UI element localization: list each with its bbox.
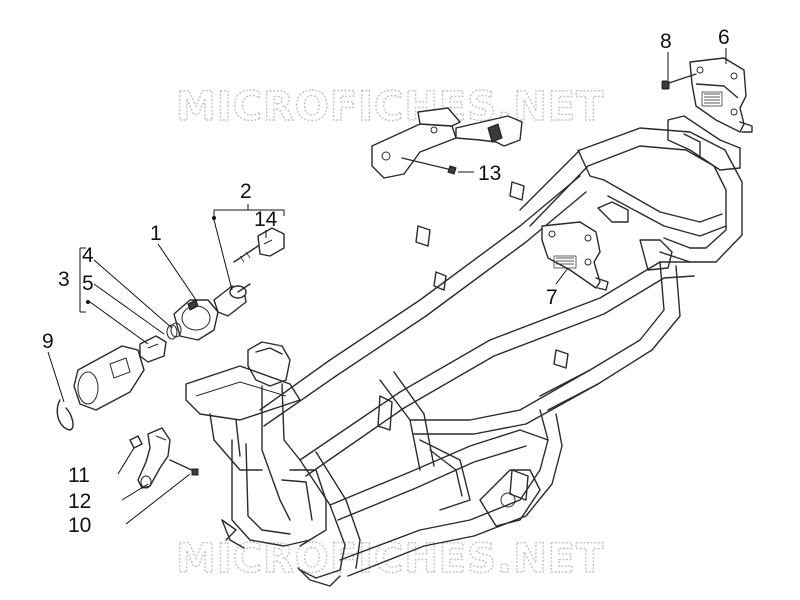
lever-10 [137,427,171,489]
callout-10: 10 [68,514,91,537]
lock-housing-1 [173,299,219,341]
callout-13: 13 [478,162,501,185]
callout-1: 1 [150,222,162,245]
callout-3: 3 [58,268,70,291]
leader-lines [47,48,727,525]
callout-2: 2 [240,180,252,203]
callout-4: 4 [82,244,94,267]
callout-14: 14 [254,208,278,231]
callout-labels: 1 2 3 4 5 6 7 8 9 10 11 12 13 14 [42,26,730,537]
bracket-assembly-13 [371,107,523,179]
bolt-11 [129,435,143,449]
callout-7: 7 [546,286,558,309]
pin-12 [169,459,199,476]
bolt-8 [661,73,697,90]
spring-4 [166,322,182,340]
watermark-top: MICROFICHES.NET [176,84,604,130]
callout-11: 11 [68,464,90,487]
callout-6: 6 [718,26,730,49]
callout-5: 5 [82,272,94,295]
callout-12: 12 [68,490,91,513]
hinge-plate-6 [689,57,753,133]
lock-cover-9 [56,345,145,431]
scooter-frame [185,115,743,587]
lock-plunger-5 [139,335,167,363]
key-lock-14 [233,227,285,263]
hinge-plate-7 [541,221,609,291]
callout-9: 9 [42,330,54,353]
callout-8: 8 [660,30,672,53]
